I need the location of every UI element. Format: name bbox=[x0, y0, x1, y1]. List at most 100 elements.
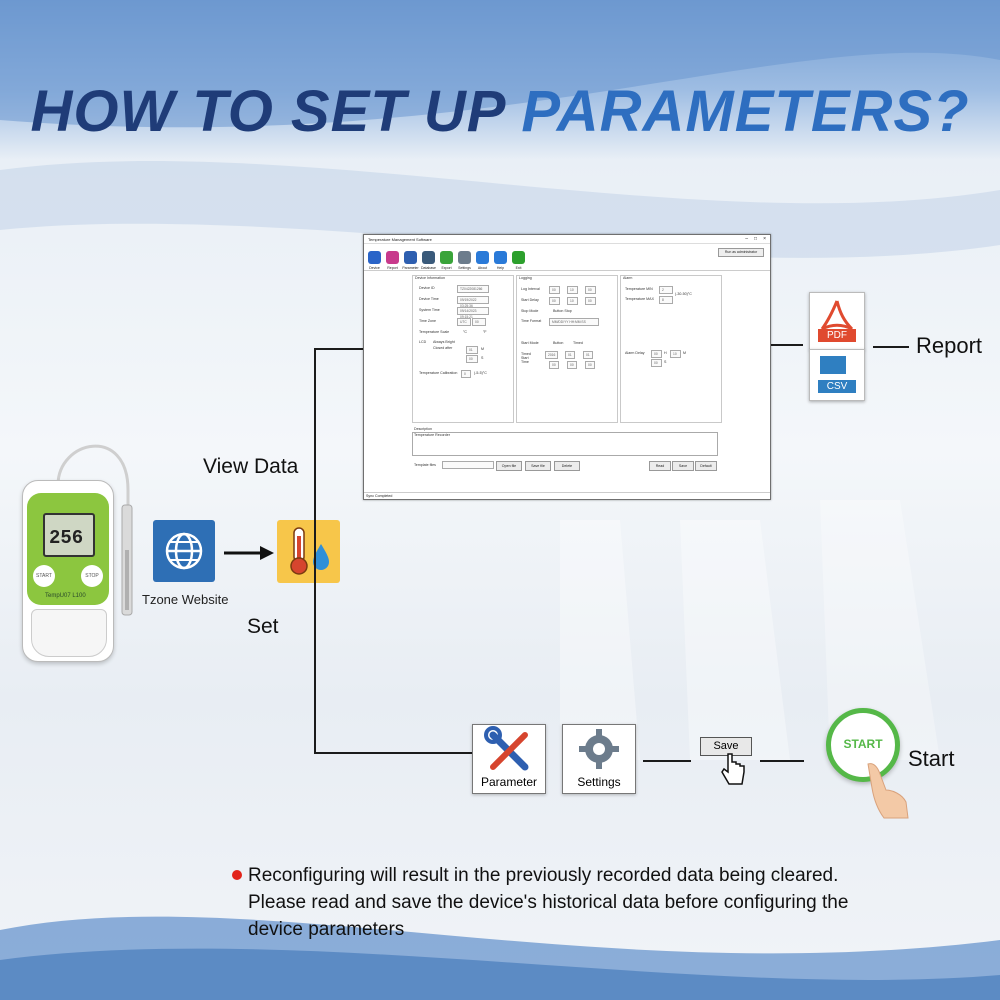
logging-panel: Logging Log Interval 00 10 00 Start Dela… bbox=[516, 275, 618, 423]
lcd-minutes-select[interactable]: 01 bbox=[466, 346, 478, 354]
note-line-2: Please read and save the device's histor… bbox=[248, 892, 849, 913]
report-label: Report bbox=[916, 333, 983, 358]
closed-after-radio[interactable]: Closed after bbox=[433, 346, 453, 350]
thermometer-icon bbox=[290, 527, 329, 575]
calibration-field[interactable]: 0 bbox=[461, 370, 471, 378]
parameter-label: Parameter bbox=[480, 775, 538, 789]
timed-start-year[interactable]: 2016 bbox=[545, 351, 558, 359]
close-icon[interactable]: × bbox=[763, 236, 766, 242]
timed-start-day[interactable]: 01 bbox=[583, 351, 593, 359]
start-mode-label: Start Mode bbox=[521, 341, 539, 345]
settings-button[interactable]: Settings bbox=[562, 724, 636, 794]
toolbar-label: About bbox=[477, 266, 488, 270]
time-zone-offset-select[interactable]: 00 bbox=[472, 318, 486, 326]
template-select[interactable] bbox=[442, 461, 494, 469]
button-stop-checkbox[interactable]: Button Stop bbox=[553, 309, 572, 313]
bullet-dot bbox=[232, 870, 242, 880]
note-line-3: device parameters bbox=[248, 919, 405, 940]
csv-file-icon[interactable]: CSV bbox=[809, 349, 865, 401]
device-display-value: 256 bbox=[49, 527, 84, 549]
report-icon bbox=[386, 251, 399, 264]
time-zone-label: Time Zone bbox=[419, 319, 437, 323]
alarm-delay-m[interactable]: 10 bbox=[670, 350, 681, 358]
title-part-2: PARAMETERS? bbox=[521, 79, 970, 144]
window-title: Temperature Management Software bbox=[368, 236, 432, 242]
toolbar-label: Settings bbox=[458, 266, 471, 270]
device-start-button: START bbox=[33, 565, 55, 587]
toolbar-exit-button[interactable]: Exit bbox=[510, 246, 527, 270]
alarm-delay-s[interactable]: 00 bbox=[651, 359, 662, 367]
export-icon bbox=[440, 251, 453, 264]
start-button-label: START bbox=[843, 737, 883, 751]
gear-icon bbox=[579, 729, 619, 769]
start-button[interactable]: START bbox=[826, 708, 900, 782]
logging-header: Logging bbox=[519, 276, 532, 280]
pdf-file-icon[interactable]: PDF bbox=[809, 292, 865, 350]
always-bright-radio[interactable]: Always Bright bbox=[433, 340, 455, 344]
delete-button[interactable]: Delete bbox=[554, 461, 580, 471]
default-button[interactable]: Default bbox=[695, 461, 717, 471]
connector-vertical bbox=[314, 348, 316, 753]
template-files-label: Template files bbox=[414, 463, 436, 467]
tools-icon bbox=[404, 251, 417, 264]
read-button[interactable]: Read bbox=[649, 461, 671, 471]
parameter-button[interactable]: Parameter bbox=[472, 724, 546, 794]
warning-note: Reconfiguring will result in the previou… bbox=[248, 862, 908, 943]
toolbar-export-button[interactable]: Export bbox=[438, 246, 455, 270]
time-format-select[interactable]: MM/DD/YY HH:MM:SS bbox=[549, 318, 599, 326]
button-start-radio[interactable]: Button bbox=[553, 341, 564, 345]
device-time-field[interactable]: 09/19/2022 03:25:36 bbox=[457, 296, 489, 308]
thermometer-app-icon[interactable] bbox=[277, 520, 340, 583]
lcd-seconds-select[interactable]: 00 bbox=[466, 355, 478, 363]
timed-start-sec[interactable]: 00 bbox=[585, 361, 595, 369]
device-id-label: Device ID bbox=[419, 286, 435, 290]
alarm-delay-m-unit: M bbox=[683, 351, 686, 355]
time-zone-select[interactable]: UTC bbox=[457, 318, 471, 326]
tzone-website-icon[interactable] bbox=[153, 520, 215, 582]
save-file-button[interactable]: Save file bbox=[525, 461, 551, 471]
toolbar-database-button[interactable]: Database bbox=[420, 246, 437, 270]
open-file-button[interactable]: Open file bbox=[496, 461, 522, 471]
connector-bottom bbox=[314, 752, 472, 754]
calibration-unit: (-5-5)°C bbox=[474, 371, 487, 375]
toolbar-about-button[interactable]: About bbox=[474, 246, 491, 270]
toolbar-parameter-button[interactable]: Parameter bbox=[402, 246, 419, 270]
timed-start-hour[interactable]: 00 bbox=[549, 361, 559, 369]
toolbar-settings-button[interactable]: Settings bbox=[456, 246, 473, 270]
log-interval-h[interactable]: 00 bbox=[549, 286, 560, 294]
run-as-admin-button[interactable]: Run as administrator bbox=[718, 248, 764, 257]
temp-max-field[interactable]: 8 bbox=[659, 296, 673, 304]
start-delay-h[interactable]: 00 bbox=[549, 297, 560, 305]
toolbar-device-button[interactable]: Device bbox=[366, 246, 383, 270]
pdf-acrobat-icon bbox=[820, 300, 854, 331]
stop-mode-label: Stop Mode bbox=[521, 309, 539, 313]
log-interval-m[interactable]: 10 bbox=[567, 286, 578, 294]
celsius-radio[interactable]: °C bbox=[463, 330, 468, 334]
minimize-icon[interactable]: – bbox=[745, 236, 749, 242]
globe-icon bbox=[165, 532, 203, 570]
timed-start-min[interactable]: 00 bbox=[567, 361, 577, 369]
alarm-delay-label: Alarm Delay bbox=[625, 351, 645, 355]
save-button[interactable]: Save bbox=[700, 737, 752, 756]
alarm-delay-h[interactable]: 00 bbox=[651, 350, 662, 358]
log-interval-s[interactable]: 00 bbox=[585, 286, 596, 294]
start-delay-m[interactable]: 10 bbox=[567, 297, 578, 305]
timed-start-month[interactable]: 01 bbox=[565, 351, 575, 359]
device-id-field[interactable]: TZ0422081266 bbox=[457, 285, 489, 293]
description-header: Description bbox=[414, 427, 432, 431]
timed-start-radio[interactable]: Timed bbox=[573, 341, 583, 345]
system-time-field[interactable]: 09/14/2023 09:15:21 bbox=[457, 307, 489, 319]
temp-min-field[interactable]: 2 bbox=[659, 286, 673, 294]
toolbar-report-button[interactable]: Report bbox=[384, 246, 401, 270]
connector-top bbox=[314, 348, 363, 350]
binoculars-icon bbox=[422, 251, 435, 264]
save-button-window[interactable]: Save bbox=[672, 461, 694, 471]
start-delay-s[interactable]: 00 bbox=[585, 297, 596, 305]
toolbar-label: Database bbox=[421, 266, 436, 270]
description-textarea[interactable]: Temperature Recorder bbox=[412, 432, 718, 456]
fahrenheit-radio[interactable]: °F bbox=[483, 330, 487, 334]
maximize-icon[interactable]: □ bbox=[754, 236, 758, 242]
alarm-panel: Alarm Temperature MIN 2 (-30-50)°C Tempe… bbox=[620, 275, 722, 423]
title-part-1: HOW TO SET UP bbox=[30, 79, 505, 144]
toolbar-help-button[interactable]: Help bbox=[492, 246, 509, 270]
